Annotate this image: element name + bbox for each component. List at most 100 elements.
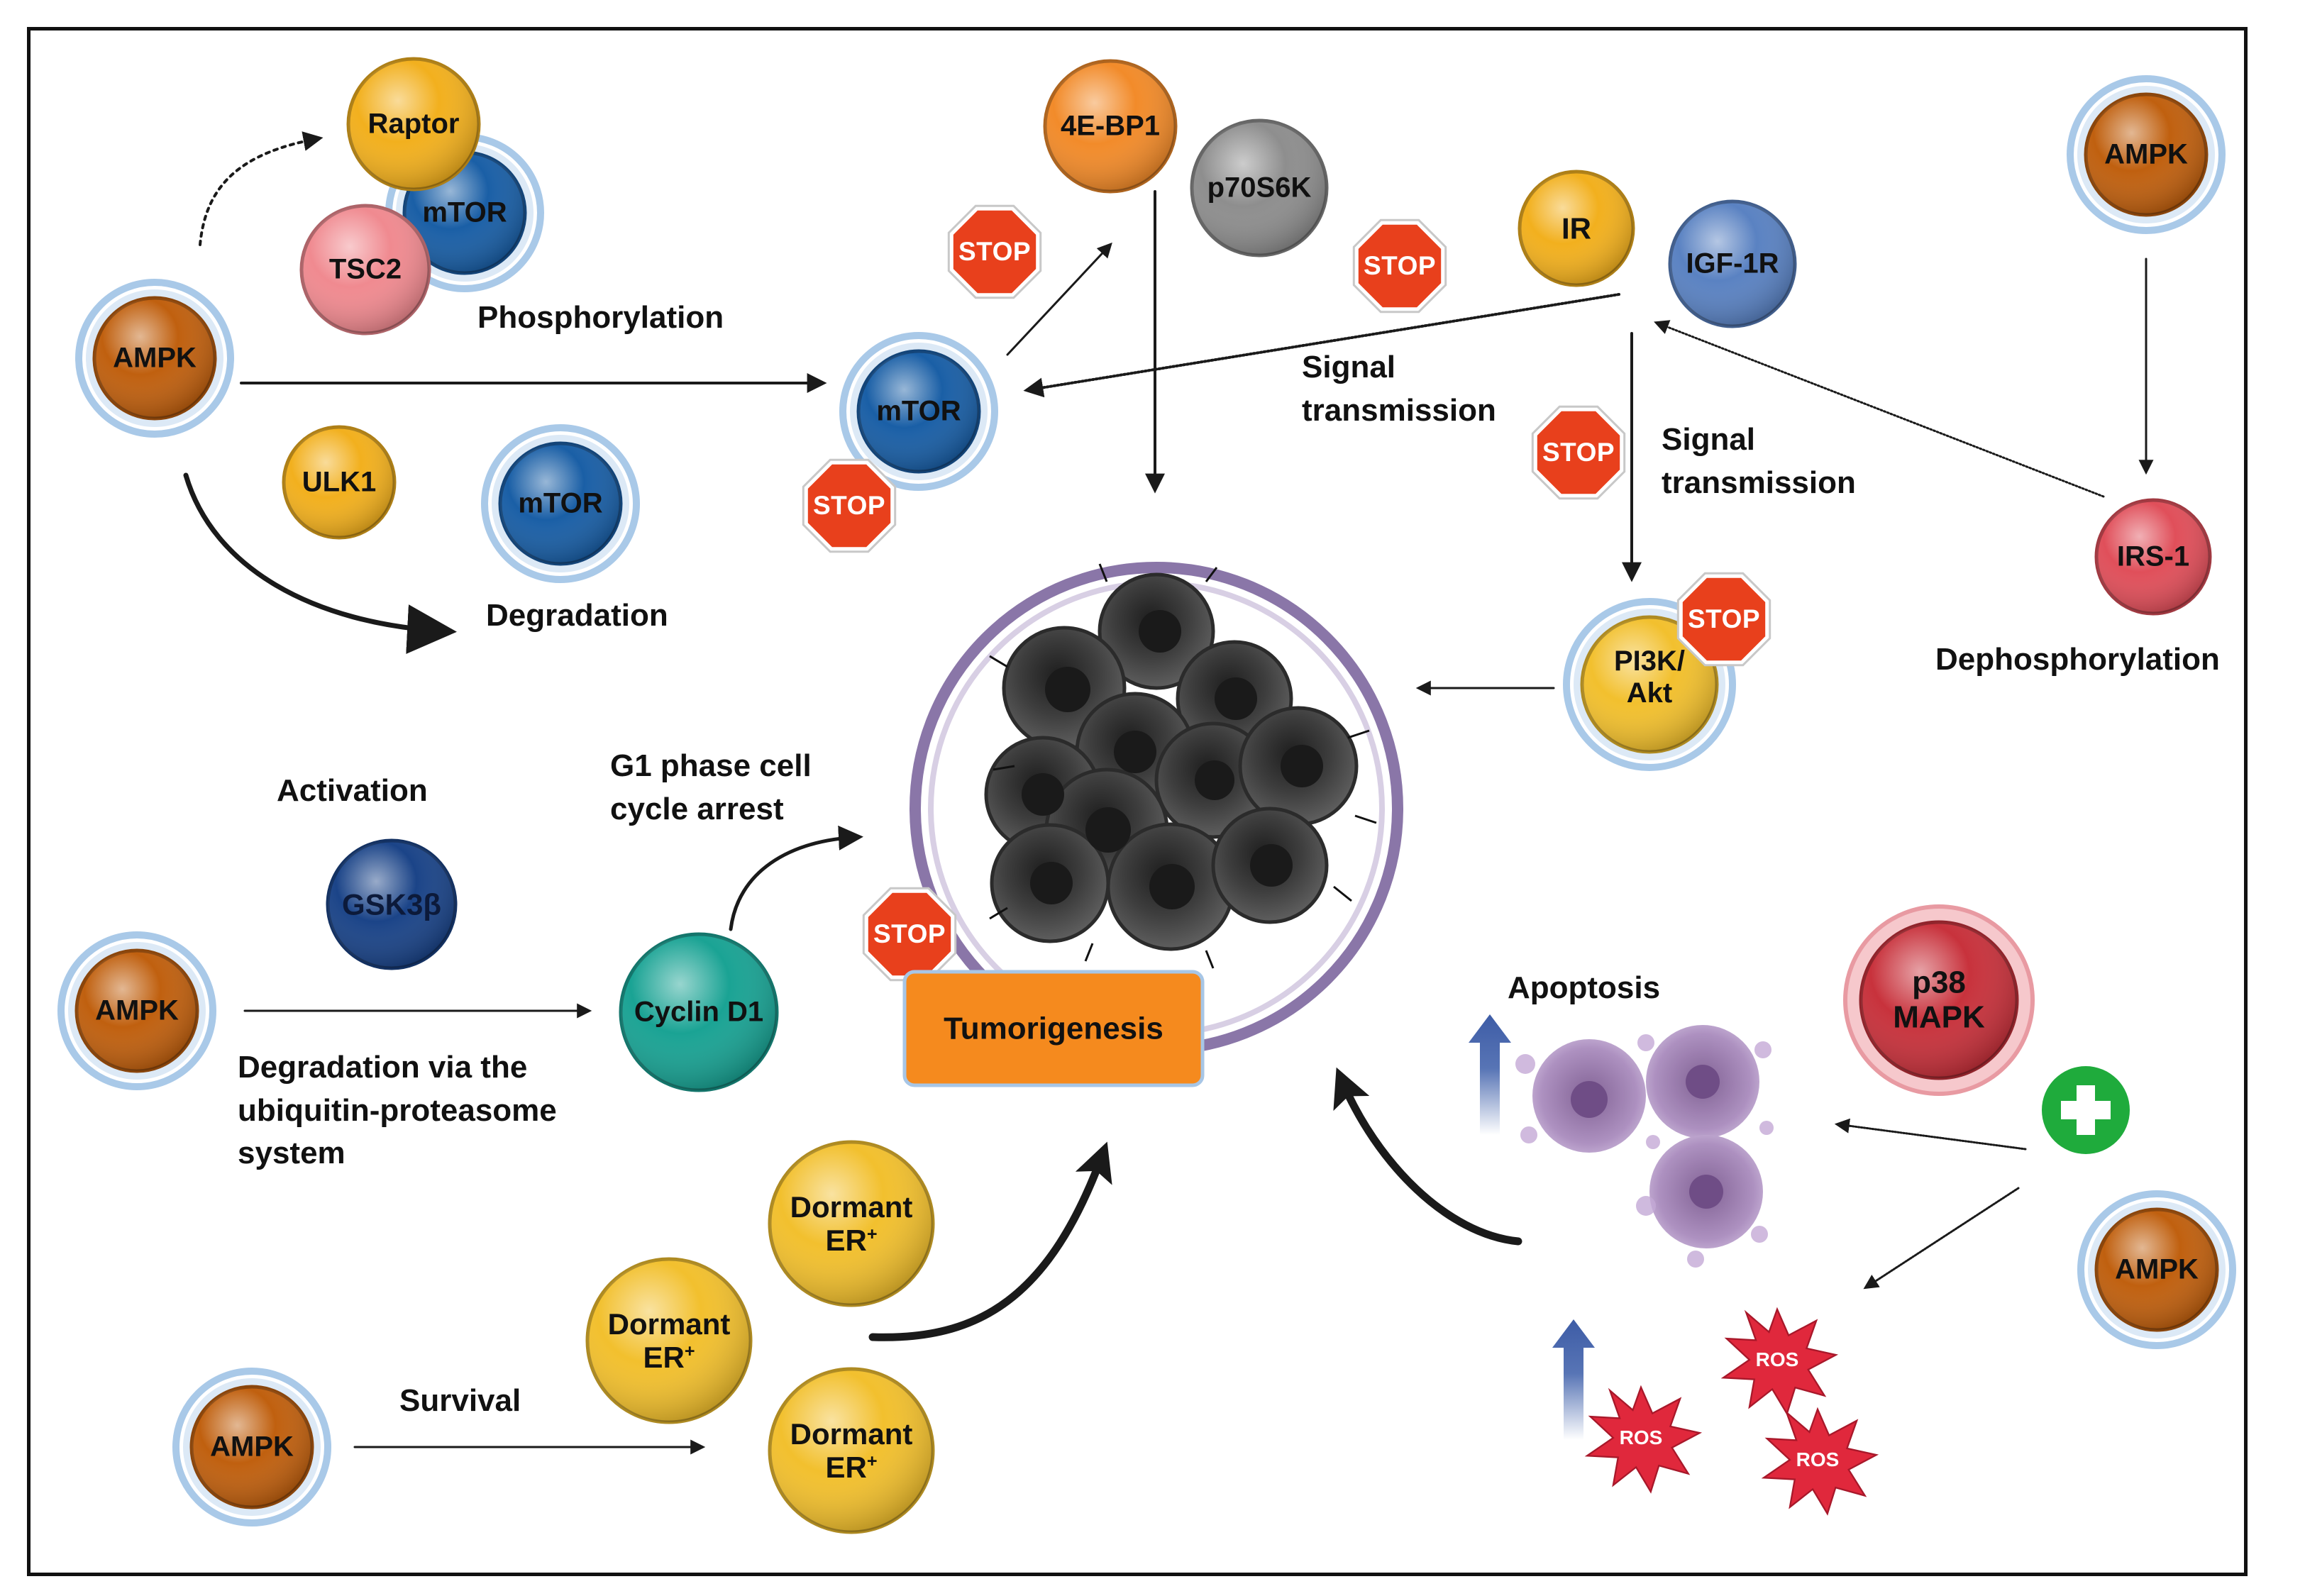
irs1-shape bbox=[2094, 498, 2212, 616]
ubiq-line1: Degradation via the bbox=[238, 1050, 528, 1085]
ampk-2-shape bbox=[2067, 75, 2226, 234]
ampk-1-shape bbox=[75, 279, 234, 438]
label-survival: Survival bbox=[399, 1383, 521, 1418]
raptor-shape bbox=[346, 57, 481, 192]
stop-label-4: STOP bbox=[1542, 438, 1615, 467]
signal-2-line1: Signal bbox=[1662, 422, 1756, 457]
label-ubiquitin-degradation: Degradation via the ubiquitin-proteasome… bbox=[238, 1046, 557, 1175]
stop-sign-5 bbox=[1676, 572, 1771, 667]
stop-sign-2 bbox=[1352, 218, 1447, 314]
ampk-3-shape bbox=[57, 931, 216, 1090]
stop-label-3: STOP bbox=[812, 491, 886, 520]
stop-label-6: STOP bbox=[873, 919, 946, 948]
node-mtor-complex: mTOR bbox=[422, 196, 507, 228]
pi3k-line2: Akt bbox=[1626, 677, 1673, 709]
gsk3b-shape bbox=[326, 838, 458, 970]
node-gsk3b: GSK3β bbox=[341, 887, 442, 921]
node-tsc2: TSC2 bbox=[328, 253, 402, 285]
node-ir: IR bbox=[1561, 211, 1591, 245]
node-ampk-3: AMPK bbox=[95, 994, 179, 1026]
ros-star-3 bbox=[1761, 1407, 1879, 1516]
ubiq-line2: ubiquitin-proteasome bbox=[238, 1092, 557, 1128]
g1-line1: G1 phase cell bbox=[610, 748, 812, 783]
stop-label-1: STOP bbox=[958, 237, 1032, 266]
diagram-frame bbox=[27, 27, 2248, 1576]
signal-1-line2: transmission bbox=[1302, 392, 1496, 428]
node-igf1r: IGF-1R bbox=[1686, 248, 1779, 279]
node-ampk-5: AMPK bbox=[2115, 1253, 2199, 1285]
4ebp1-shape bbox=[1043, 59, 1178, 194]
node-dormant-2: Dormant ER+ bbox=[608, 1307, 731, 1374]
ros-label-1: ROS bbox=[1755, 1348, 1799, 1370]
p38-line2: MAPK bbox=[1893, 1000, 1985, 1035]
dormant-3-shape bbox=[768, 1367, 935, 1534]
p38-line1: p38 bbox=[1912, 965, 1966, 1000]
tumor-cell-cluster bbox=[984, 563, 1377, 969]
increase-arrows bbox=[1469, 1014, 1595, 1440]
stop-signs bbox=[802, 204, 1771, 982]
ros-bursts bbox=[1584, 1307, 1879, 1516]
stop-sign-6 bbox=[862, 887, 957, 982]
signal-2-line2: transmission bbox=[1662, 465, 1856, 500]
node-raptor: Raptor bbox=[367, 108, 460, 140]
ros-star-2 bbox=[1584, 1385, 1703, 1494]
cyclin-d1-shape bbox=[619, 932, 779, 1092]
label-signal-transmission-2: Signal transmission bbox=[1662, 419, 1856, 504]
label-phosphorylation: Phosphorylation bbox=[477, 300, 724, 335]
ros-star-1 bbox=[1720, 1307, 1839, 1416]
p38-mapk-shape bbox=[1843, 904, 2035, 1096]
node-ampk-2: AMPK bbox=[2104, 138, 2188, 170]
ir-shape bbox=[1518, 170, 1635, 287]
node-ulk1: ULK1 bbox=[302, 466, 377, 498]
ros-label-2: ROS bbox=[1619, 1426, 1663, 1448]
ampk-4-shape bbox=[172, 1368, 331, 1526]
stop-label-5: STOP bbox=[1687, 604, 1761, 633]
ros-label-3: ROS bbox=[1796, 1448, 1840, 1470]
label-degradation: Degradation bbox=[486, 598, 668, 633]
node-shapes bbox=[57, 57, 2236, 1534]
dormant-2-word: Dormant bbox=[607, 1307, 731, 1341]
dormant-3-er: ER+ bbox=[825, 1451, 878, 1484]
node-4ebp1: 4E-BP1 bbox=[1060, 110, 1161, 142]
node-p38-mapk: p38 MAPK bbox=[1893, 965, 1985, 1036]
label-dephosphorylation: Dephosphorylation bbox=[1935, 642, 2220, 677]
node-ampk-4: AMPK bbox=[210, 1431, 294, 1463]
dormant-1-shape bbox=[768, 1140, 935, 1307]
label-activation: Activation bbox=[277, 773, 428, 808]
node-ampk-1: AMPK bbox=[113, 342, 197, 374]
node-p70s6k: p70S6K bbox=[1207, 172, 1312, 204]
ubiq-line3: system bbox=[238, 1136, 346, 1171]
stop-sign-3 bbox=[802, 458, 897, 553]
dormant-3-word: Dormant bbox=[790, 1417, 913, 1451]
node-dormant-3: Dormant ER+ bbox=[790, 1417, 913, 1484]
tsc2-shape bbox=[299, 204, 431, 336]
dormant-1-er: ER+ bbox=[825, 1224, 878, 1257]
label-tumorigenesis: Tumorigenesis bbox=[944, 1011, 1163, 1046]
tumorigenesis-box bbox=[902, 970, 1205, 1087]
node-mtor-center: mTOR bbox=[876, 395, 961, 427]
dormant-1-word: Dormant bbox=[790, 1190, 913, 1224]
node-irs1: IRS-1 bbox=[2116, 541, 2190, 572]
dormant-2-shape bbox=[585, 1257, 753, 1424]
ulk1-shape bbox=[282, 425, 397, 540]
plus-icon bbox=[2042, 1066, 2130, 1154]
stop-sign-1 bbox=[947, 204, 1042, 299]
node-cyclin-d1: Cyclin D1 bbox=[634, 996, 764, 1028]
ampk-5-shape bbox=[2077, 1190, 2236, 1349]
mtor-degraded-shape bbox=[481, 424, 640, 583]
p70s6k-shape bbox=[1190, 118, 1329, 257]
stop-sign-4 bbox=[1531, 405, 1626, 500]
dormant-2-er: ER+ bbox=[643, 1341, 695, 1374]
mtor-center-shape bbox=[839, 332, 998, 491]
node-dormant-1: Dormant ER+ bbox=[790, 1190, 913, 1257]
igf1r-shape bbox=[1668, 199, 1797, 328]
stop-label-2: STOP bbox=[1363, 251, 1437, 280]
signal-1-line1: Signal bbox=[1302, 350, 1396, 384]
pi3k-line1: PI3K/ bbox=[1613, 645, 1686, 677]
arrows bbox=[183, 131, 2154, 1455]
g1-line2: cycle arrest bbox=[610, 791, 784, 826]
apoptotic-cells bbox=[1515, 1025, 1774, 1268]
label-apoptosis: Apoptosis bbox=[1508, 970, 1661, 1005]
label-signal-transmission-1: Signal transmission bbox=[1302, 346, 1496, 432]
